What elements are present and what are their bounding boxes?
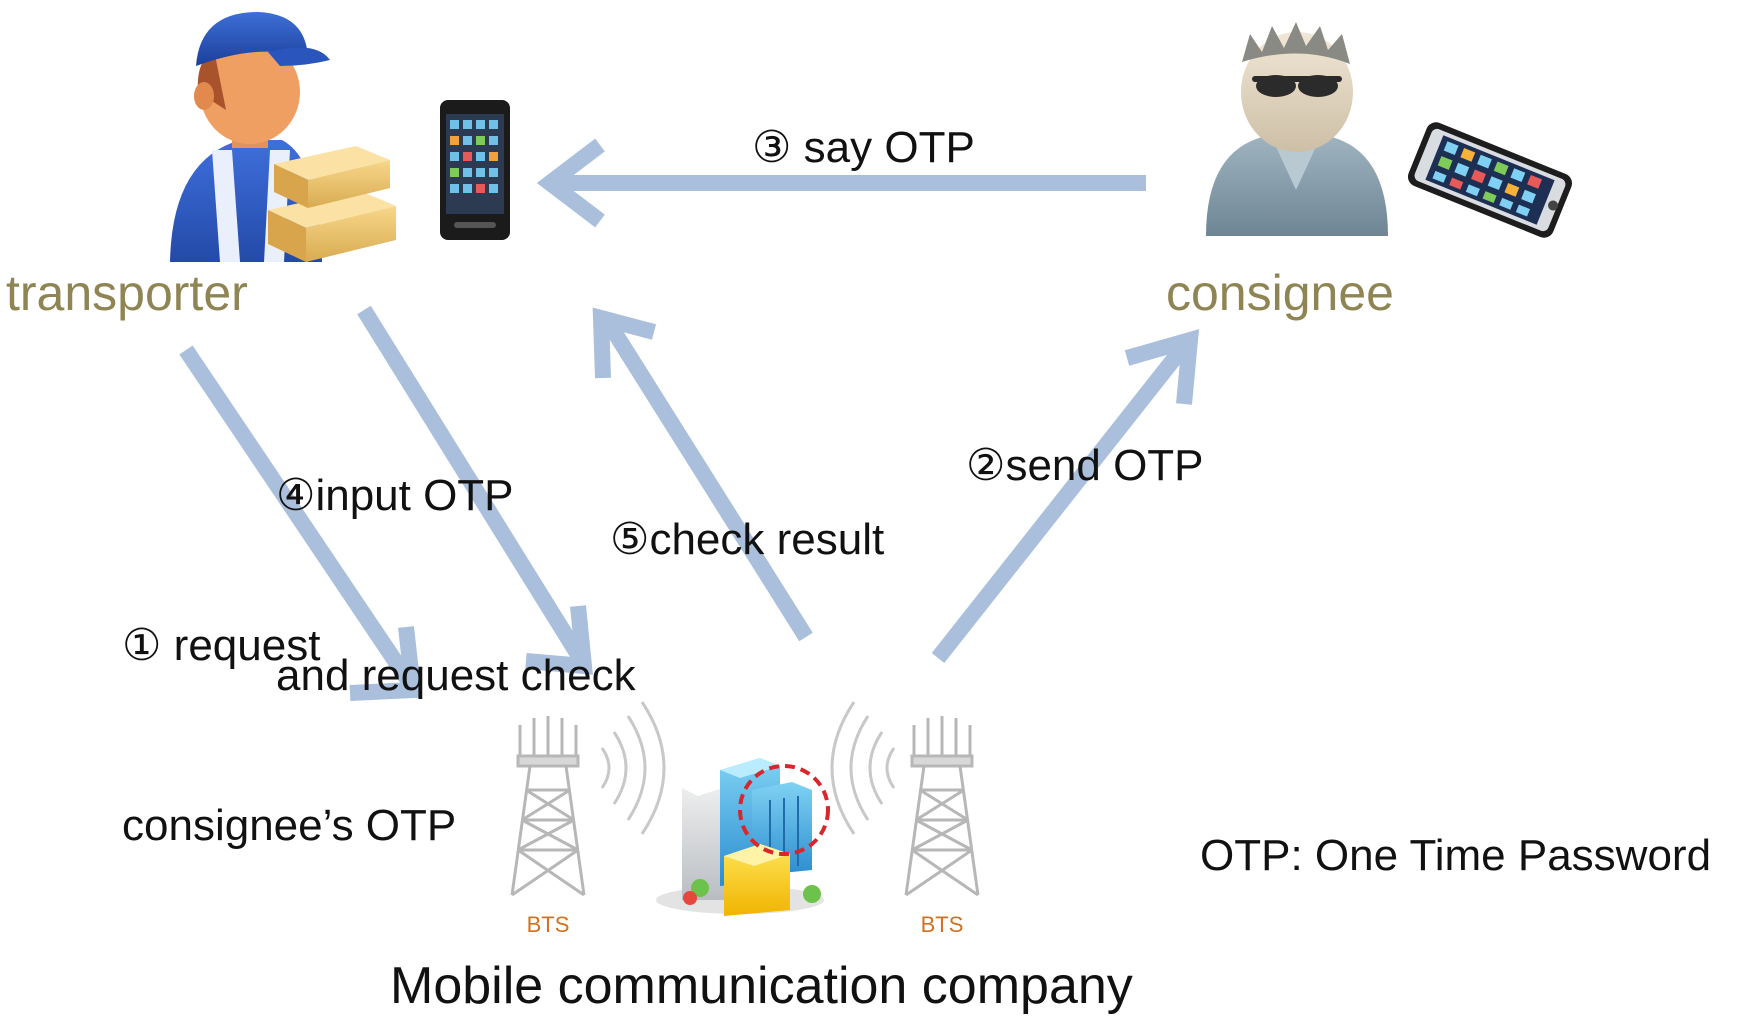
arrow-request-otp bbox=[179, 345, 422, 701]
arrow-check-result bbox=[592, 307, 813, 642]
consignee-phone-icon bbox=[1407, 122, 1573, 238]
step1-line1: ① request bbox=[122, 621, 321, 670]
company-building-icon bbox=[656, 758, 830, 916]
step3-say-otp: ③ say OTP bbox=[752, 123, 975, 172]
step4-line1: ④input OTP bbox=[276, 471, 514, 520]
consignee-person-icon bbox=[1206, 22, 1388, 236]
arrows bbox=[179, 138, 1200, 701]
bts-label-left: BTS bbox=[527, 912, 570, 937]
arrow-input-otp bbox=[357, 305, 593, 675]
parcel-boxes bbox=[268, 146, 396, 262]
arrow-send-otp bbox=[931, 329, 1200, 663]
step4-input-otp: ④input OTP and request check bbox=[276, 346, 636, 826]
bts-tower-icon bbox=[510, 701, 980, 897]
otp-legend: OTP: One Time Password bbox=[1200, 831, 1712, 880]
bts-label-right: BTS bbox=[921, 912, 964, 937]
consignee-label: consignee bbox=[1166, 265, 1394, 321]
step2-send-otp: ②send OTP bbox=[966, 441, 1204, 490]
step4-line2: and request check bbox=[276, 651, 636, 700]
transporter-person-icon bbox=[170, 12, 396, 262]
transporter-phone-icon bbox=[440, 100, 510, 240]
company-label: Mobile communication company bbox=[390, 957, 1133, 1015]
step5-check-result: ⑤check result bbox=[610, 515, 885, 564]
step1-request-otp: ① request consignee’s OTP bbox=[122, 496, 456, 976]
step1-line2: consignee’s OTP bbox=[122, 801, 457, 850]
arrow-say-otp bbox=[536, 138, 1146, 228]
transporter-label: transporter bbox=[6, 265, 248, 321]
